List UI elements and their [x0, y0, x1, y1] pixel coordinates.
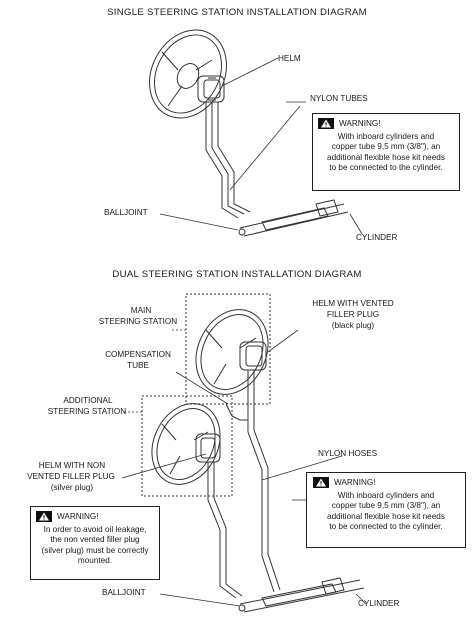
main-station-label-1: MAIN	[130, 306, 152, 315]
dual-right-warning-line: With inboard cylinders and	[337, 491, 435, 500]
additional-station-label-2: STEERING STATION	[47, 407, 127, 416]
main-station-label-2: STEERING STATION	[98, 317, 178, 326]
single-helm-unit	[197, 75, 225, 103]
helm-label: HELM	[278, 54, 301, 63]
nylon-hoses-label: NYLON HOSES	[318, 449, 378, 458]
single-balljoint-label: BALLJOINT	[104, 208, 148, 217]
single-warning-heading: WARNING!	[339, 119, 381, 128]
helm-nonvented-label-1: HELM WITH NON	[38, 461, 106, 470]
nylon-tubes-label: NYLON TUBES	[310, 94, 368, 103]
warning-triangle-icon	[36, 511, 52, 522]
dual-cylinder	[238, 577, 365, 613]
additional-steering-wheel	[151, 403, 221, 485]
single-cylinder	[238, 199, 349, 237]
helm-vented-label-3: (black plug)	[331, 321, 375, 330]
single-warning-line: copper tube 9,5 mm (3/8"), an	[331, 142, 441, 152]
compensation-tube-label-2: TUBE	[127, 361, 149, 370]
dual-right-warning-line: to be connected to the cylinder.	[329, 522, 443, 532]
dual-right-warning-box: WARNING! With inboard cylinders and copp…	[306, 472, 466, 548]
single-warning-line: to be connected to the cylinder.	[329, 163, 443, 173]
single-tubes	[205, 102, 251, 219]
dual-left-warning-line: (silver plug) must be correctly	[41, 545, 149, 555]
helm-nonvented-label-2: VENTED FILLER PLUG	[27, 472, 115, 481]
single-diagram-title: SINGLE STEERING STATION INSTALLATION DIA…	[107, 7, 367, 18]
dual-right-warning-line: copper tube 9,5 mm (3/8"), an	[331, 501, 441, 511]
dual-left-warning-line: mounted.	[77, 556, 113, 566]
dual-hoses	[207, 370, 281, 599]
main-station-frame	[185, 293, 271, 405]
dual-left-warning-box: WARNING! In order to avoid oil leakage, …	[30, 506, 160, 580]
dual-diagram-title: DUAL STEERING STATION INSTALLATION DIAGR…	[112, 269, 362, 280]
dual-right-warning-heading: WARNING!	[334, 478, 376, 487]
single-steering-wheel	[149, 29, 227, 119]
dual-left-warning-heading: WARNING!	[57, 512, 99, 521]
dual-right-warning-line: additional flexible hose kit needs	[327, 511, 445, 521]
dual-cylinder-label: CYLINDER	[358, 599, 400, 608]
main-helm-unit	[239, 341, 267, 371]
single-warning-box: WARNING! With inboard cylinders and copp…	[312, 113, 460, 191]
main-steering-wheel	[195, 309, 269, 395]
dual-balljoint-label: BALLJOINT	[102, 588, 146, 597]
helm-vented-label-1: HELM WITH VENTED	[312, 299, 394, 308]
additional-station-label-1: ADDITIONAL	[63, 396, 113, 405]
single-warning-line: additional flexible hose kit needs	[327, 152, 445, 162]
additional-station-frame	[141, 395, 233, 497]
single-warning-line: With inboard cylinders and	[337, 132, 435, 141]
dual-left-warning-line: In order to avoid oil leakage,	[43, 525, 147, 534]
helm-vented-label-2: FILLER PLUG	[326, 310, 380, 319]
single-cylinder-label: CYLINDER	[356, 233, 398, 242]
dual-left-warning-line: the non vented filler plug	[50, 535, 140, 545]
compensation-tube-label-1: COMPENSATION	[105, 350, 171, 359]
helm-nonvented-label-3: (silver plug)	[50, 483, 94, 492]
additional-helm-unit	[195, 433, 221, 463]
warning-triangle-icon	[313, 477, 329, 488]
warning-triangle-icon	[318, 118, 334, 129]
